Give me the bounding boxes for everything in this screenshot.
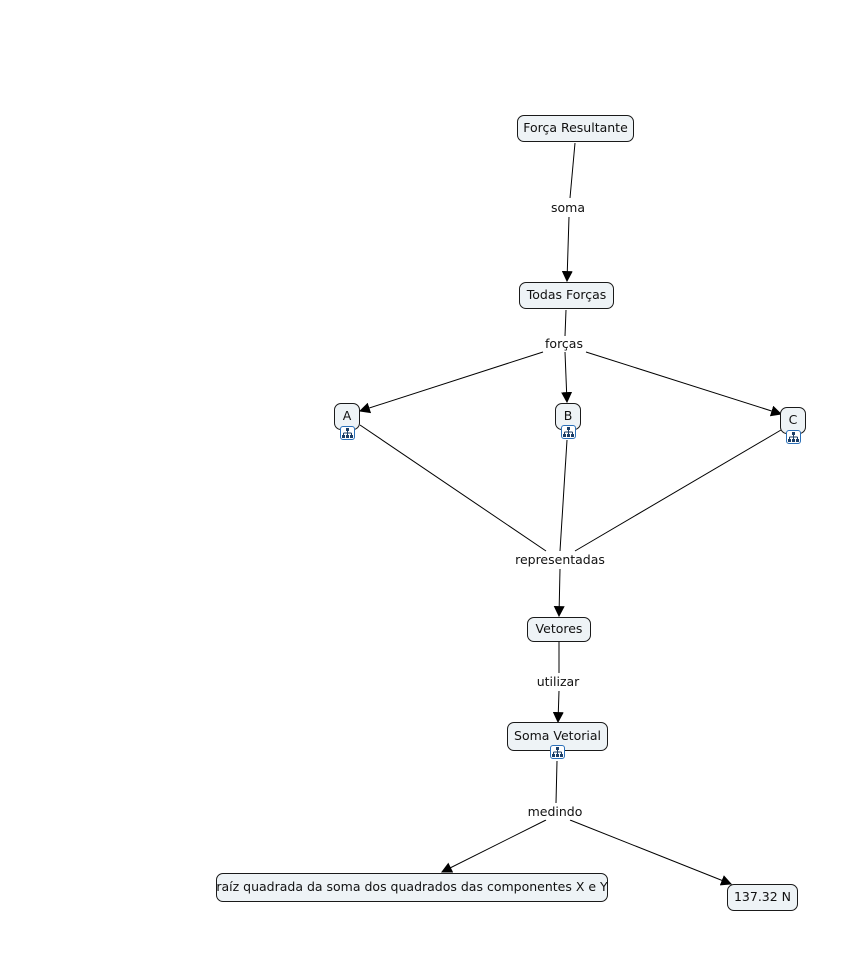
linking-phrase-representadas[interactable]: representadas xyxy=(514,551,606,568)
concept-raiz[interactable]: raíz quadrada da soma dos quadrados das … xyxy=(216,873,608,902)
concept-a[interactable]: A xyxy=(334,403,360,430)
concept-map-link-icon[interactable] xyxy=(561,425,576,439)
line-c-representadas xyxy=(574,429,782,552)
concept-valor[interactable]: 137.32 N xyxy=(727,884,798,911)
line-representadas-vetores xyxy=(553,568,565,618)
line-a-representadas xyxy=(359,424,547,552)
concept-c[interactable]: C xyxy=(780,407,806,434)
line-soma-vetorial-medindo xyxy=(555,760,558,804)
line-utilizar-soma-vetorial xyxy=(552,690,564,724)
concept-map-link-icon[interactable] xyxy=(340,426,355,440)
concept-forca-resultante[interactable]: Força Resultante xyxy=(517,115,634,142)
concept-todas-forcas[interactable]: Todas Forças xyxy=(519,282,614,309)
line-soma-todas-forcas xyxy=(561,216,573,283)
line-forcas-c xyxy=(585,351,783,417)
concept-soma-vetorial[interactable]: Soma Vetorial xyxy=(507,722,608,751)
line-medindo-raiz xyxy=(441,819,547,873)
concept-vetores[interactable]: Vetores xyxy=(527,617,591,642)
concept-map-link-icon[interactable] xyxy=(550,745,565,759)
concept-map-link-icon[interactable] xyxy=(786,430,801,444)
linking-phrase-soma[interactable]: soma xyxy=(550,199,586,216)
line-b-representadas xyxy=(559,439,568,552)
line-forcas-a xyxy=(358,351,544,414)
line-forcas-b xyxy=(561,351,573,404)
linking-phrase-forcas[interactable]: forças xyxy=(544,335,584,352)
line-forca-resultante-soma xyxy=(569,142,576,199)
line-todas-forcas-forcas xyxy=(564,309,567,337)
linking-phrase-medindo[interactable]: medindo xyxy=(526,803,584,820)
linking-phrase-utilizar[interactable]: utilizar xyxy=(535,673,581,690)
line-medindo-valor xyxy=(569,819,733,886)
